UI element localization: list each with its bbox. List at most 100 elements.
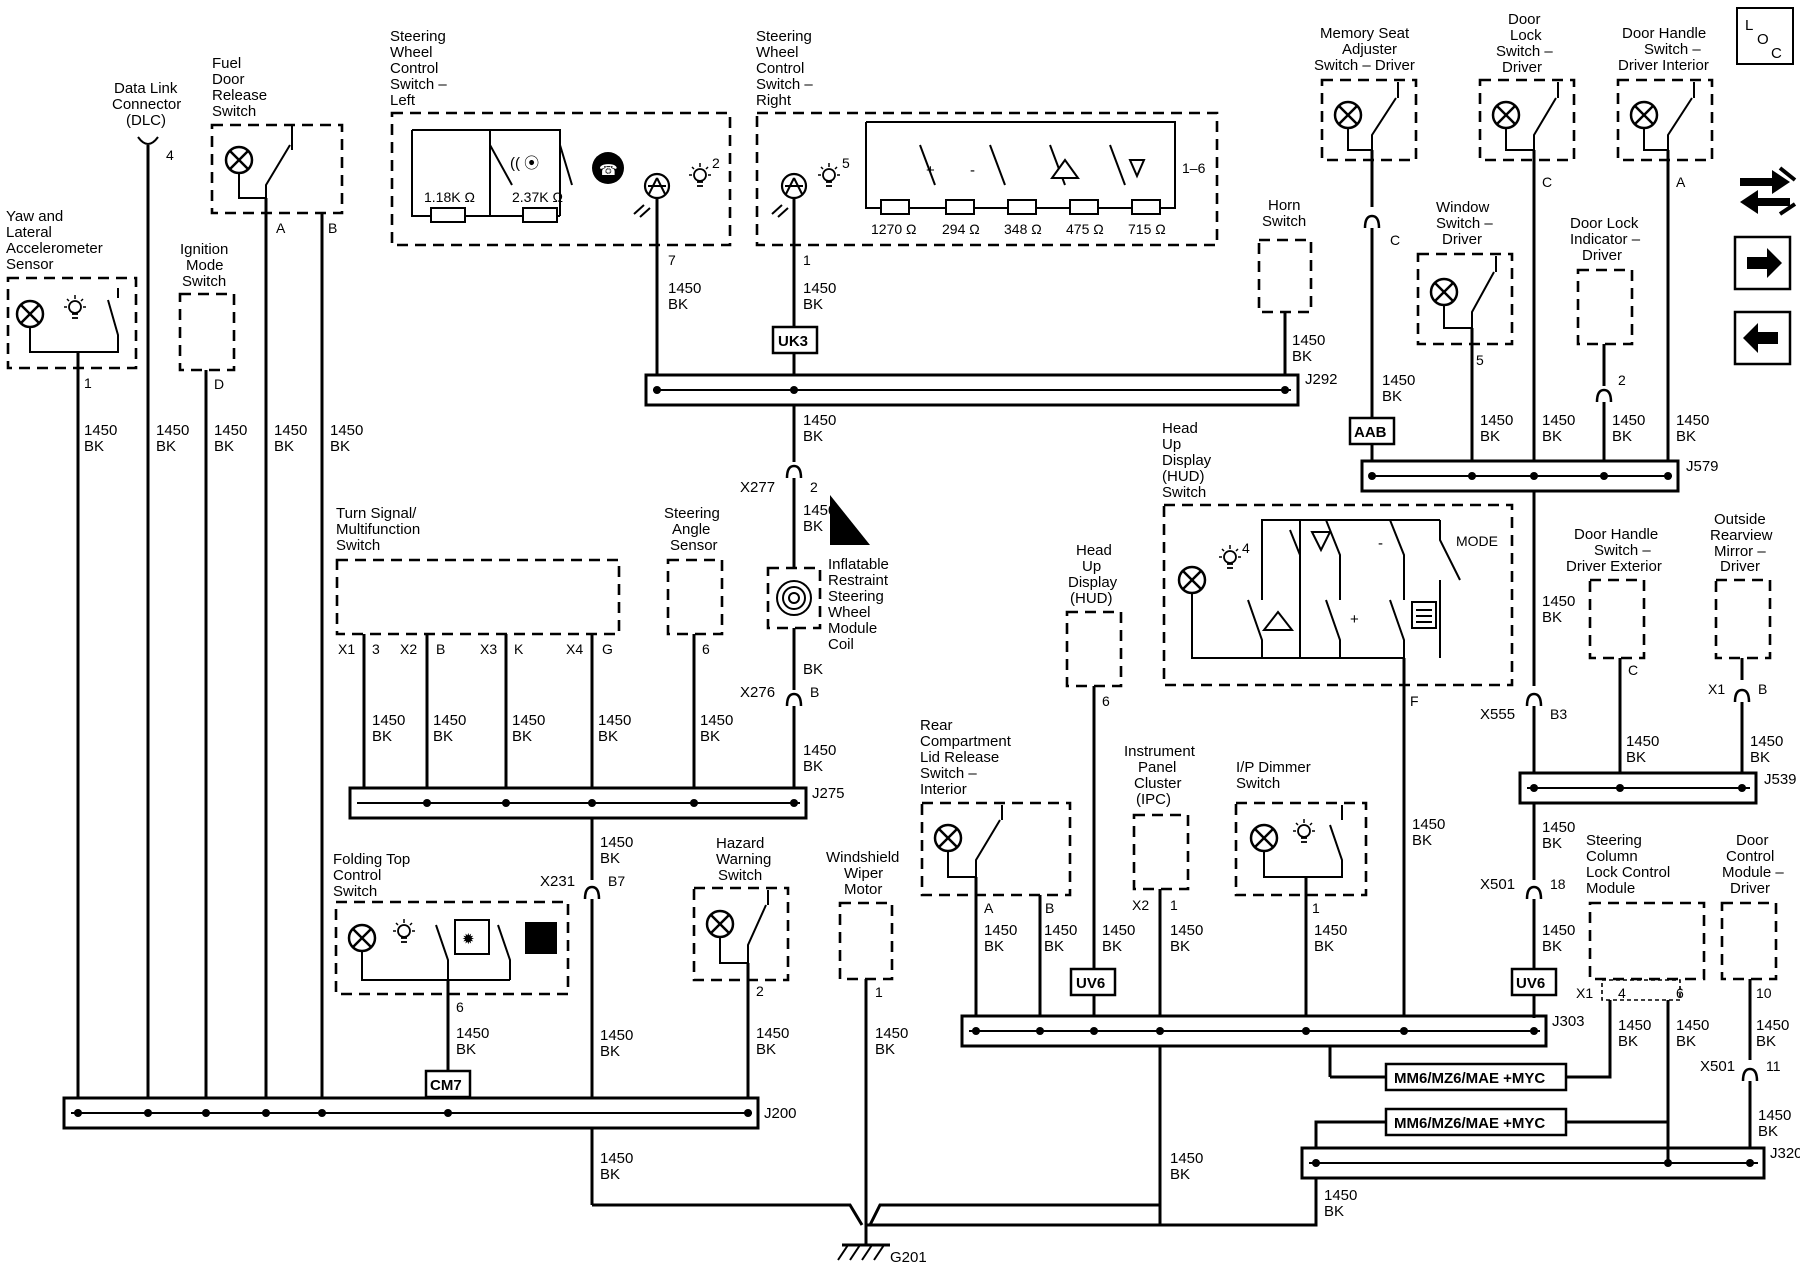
svg-text:1450: 1450 (803, 502, 836, 519)
arrow-right-icon[interactable] (1733, 235, 1792, 291)
svg-text:1450: 1450 (1758, 1107, 1791, 1124)
svg-text:BK: BK (803, 428, 823, 445)
svg-text:1450: 1450 (274, 422, 307, 439)
svg-text:Control: Control (333, 867, 381, 884)
svg-text:Lock: Lock (1510, 27, 1542, 44)
svg-text:Display: Display (1068, 574, 1118, 591)
svg-text:1270 Ω: 1270 Ω (871, 221, 917, 237)
steering-column-lock-module: Steering Column Lock Control Module X1 4… (1314, 832, 1709, 1150)
svg-text:Module: Module (828, 620, 877, 637)
svg-text:BK: BK (803, 296, 823, 313)
svg-text:Switch: Switch (212, 103, 256, 120)
svg-text:X501: X501 (1700, 1058, 1735, 1075)
svg-text:Coil: Coil (828, 636, 854, 653)
svg-text:Control: Control (1726, 848, 1774, 865)
svg-text:-: - (1378, 535, 1383, 552)
svg-text:Driver Exterior: Driver Exterior (1566, 558, 1662, 575)
svg-text:1450: 1450 (668, 280, 701, 297)
svg-text:6: 6 (1102, 693, 1110, 709)
svg-text:BK: BK (1542, 835, 1562, 852)
svg-text:1450: 1450 (598, 712, 631, 729)
svg-text:-: - (970, 162, 975, 179)
svg-text:1450: 1450 (600, 1027, 633, 1044)
svg-text:Driver Interior: Driver Interior (1618, 57, 1709, 74)
loc-letter-c: C (1771, 45, 1782, 62)
svg-text:X1: X1 (1708, 681, 1725, 697)
svg-text:Steering: Steering (1586, 832, 1642, 849)
svg-text:1450: 1450 (600, 834, 633, 851)
svg-text:1450: 1450 (1044, 922, 1077, 939)
svg-text:X276: X276 (740, 684, 775, 701)
svg-text:Cluster: Cluster (1134, 775, 1182, 792)
svg-text:1450: 1450 (1314, 922, 1347, 939)
svg-text:Control: Control (756, 60, 804, 77)
svg-text:1–6: 1–6 (1182, 160, 1206, 176)
svg-text:Mirror –: Mirror – (1714, 543, 1766, 560)
svg-text:Door: Door (1736, 832, 1769, 849)
door-handle-interior-switch: Door Handle Switch – Driver Interior A 1… (1616, 25, 1714, 470)
svg-text:B: B (1045, 900, 1054, 916)
svg-text:Right: Right (756, 92, 792, 109)
svg-text:1450: 1450 (1542, 412, 1575, 429)
svg-text:Turn Signal/: Turn Signal/ (336, 505, 417, 522)
svg-text:Mode: Mode (186, 257, 224, 274)
svg-text:Up: Up (1082, 558, 1101, 575)
svg-text:2: 2 (1618, 372, 1626, 388)
svg-text:Control: Control (390, 60, 438, 77)
svg-text:C: C (1542, 174, 1552, 190)
arrow-left-icon[interactable] (1733, 310, 1792, 366)
svg-text:Switch: Switch (333, 883, 377, 900)
svg-text:2: 2 (810, 479, 818, 495)
wrench-arrows-icon[interactable] (1740, 166, 1797, 216)
svg-text:1450: 1450 (156, 422, 189, 439)
svg-text:B: B (328, 220, 337, 236)
svg-text:1450: 1450 (803, 742, 836, 759)
svg-text:G201: G201 (890, 1249, 927, 1266)
svg-text:BK: BK (875, 1041, 895, 1058)
svg-text:X501: X501 (1480, 876, 1515, 893)
svg-text:Data Link: Data Link (114, 80, 178, 97)
svg-text:BK: BK (512, 728, 532, 745)
svg-text:Compartment: Compartment (920, 733, 1012, 750)
svg-text:2: 2 (712, 155, 720, 171)
svg-text:BK: BK (1612, 428, 1632, 445)
svg-text:Driver: Driver (1720, 558, 1760, 575)
svg-text:Sensor: Sensor (6, 256, 54, 273)
svg-text:2: 2 (756, 983, 764, 999)
svg-text:BK: BK (1324, 1203, 1344, 1220)
svg-text:1450: 1450 (1102, 922, 1135, 939)
svg-text:7: 7 (668, 252, 676, 268)
svg-text:BK: BK (700, 728, 720, 745)
location-icon[interactable]: L O C (1736, 7, 1794, 65)
svg-text:Folding Top: Folding Top (333, 851, 410, 868)
svg-text:+: + (926, 162, 935, 179)
svg-text:Switch: Switch (182, 273, 226, 290)
svg-text:1450: 1450 (1542, 593, 1575, 610)
ignition-mode-switch: Ignition Mode Switch D (178, 241, 236, 392)
svg-text:Interior: Interior (920, 781, 967, 798)
svg-text:Steering: Steering (664, 505, 720, 522)
svg-text:X231: X231 (540, 873, 575, 890)
svg-text:B: B (436, 641, 445, 657)
instrument-panel-cluster: Instrument Panel Cluster (IPC) X2 1 1450… (1124, 743, 1203, 1183)
fuel-door-release-switch: Fuel Door Release Switch A B (210, 55, 344, 236)
svg-text:BK: BK (214, 438, 234, 455)
voice-icon: (( ⦿ (510, 155, 539, 172)
svg-text:BK: BK (1102, 938, 1122, 955)
svg-text:1450: 1450 (1756, 1017, 1789, 1034)
svg-text:BK: BK (1758, 1123, 1778, 1140)
svg-text:Horn: Horn (1268, 197, 1301, 214)
svg-text:+: + (1350, 611, 1359, 628)
svg-text:J579: J579 (1686, 458, 1719, 475)
svg-text:Accelerometer: Accelerometer (6, 240, 103, 257)
svg-text:C: C (1628, 662, 1638, 678)
